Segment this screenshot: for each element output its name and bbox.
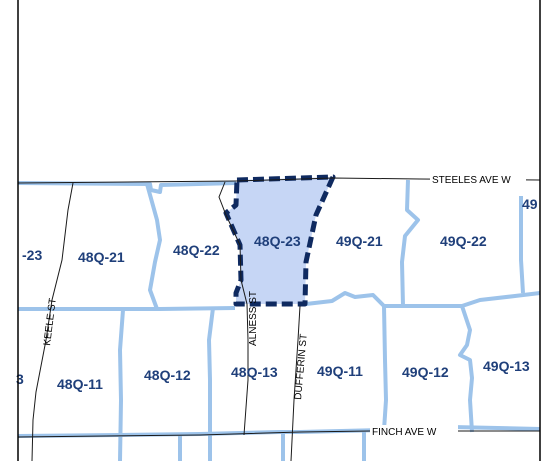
steeles-label-bg (430, 173, 526, 185)
zone-labels: -23 48Q-21 48Q-22 48Q-23 49Q-21 49Q-22 4… (16, 196, 538, 392)
zone-label-49q-11: 49Q-11 (317, 363, 363, 379)
grid-divider-d (118, 309, 125, 462)
zone-grid (17, 179, 541, 462)
zone-label-49q-21: 49Q-21 (336, 233, 383, 249)
zone-label-48q-22: 48Q-22 (173, 242, 220, 258)
grid-divider-e (207, 307, 215, 461)
zone-label-49q-22: 49Q-22 (440, 233, 487, 249)
street-label-alness: ALNESS ST (248, 291, 259, 346)
highlighted-zone-48q-23[interactable] (223, 174, 336, 307)
zone-label-48q-12: 48Q-12 (144, 367, 191, 383)
zone-label-48q-23-left: -23 (22, 247, 42, 263)
grid-divider-b (400, 179, 420, 307)
keele-st-line (31, 182, 74, 462)
grid-divider-g (458, 305, 474, 433)
zone-label-49q-12: 49Q-12 (402, 364, 449, 380)
finch-label-bg (370, 425, 458, 437)
street-label-finch: FINCH AVE W (372, 427, 437, 438)
zone-label-48q-11-left: 3 (16, 371, 24, 387)
zone-label-48q-11: 48Q-11 (57, 376, 103, 392)
grid-divider-h (178, 431, 366, 461)
grid-divider-c (519, 196, 525, 294)
dufferin-st-line (290, 305, 301, 462)
grid-divider-f (382, 305, 388, 431)
street-label-steeles: STEELES AVE W (432, 175, 511, 186)
zone-label-48q-23: 48Q-23 (254, 233, 301, 249)
zone-label-49-right: 49 (522, 196, 538, 212)
zone-label-49q-13: 49Q-13 (483, 358, 530, 374)
zone-label-48q-13: 48Q-13 (231, 364, 278, 380)
alness-st-line (218, 181, 249, 436)
grid-line-mid-row (18, 291, 541, 311)
grid-divider-a (145, 183, 162, 310)
zone-label-48q-21: 48Q-21 (78, 249, 125, 265)
grid-line-top-row (17, 181, 237, 194)
